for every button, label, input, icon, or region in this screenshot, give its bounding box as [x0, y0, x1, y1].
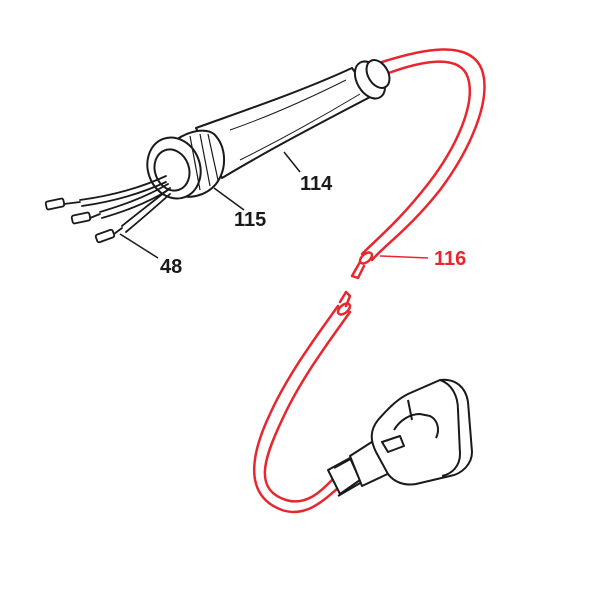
- leader-115: [213, 187, 245, 211]
- leader-lines: [119, 151, 429, 259]
- callout-114: 114: [300, 173, 333, 195]
- terminal-1: [44, 197, 66, 211]
- conductor-tip-lower: [338, 290, 352, 308]
- terminal-2: [70, 211, 92, 225]
- handle-grommet-inner: [365, 59, 391, 89]
- cable-lower-outer: [263, 310, 352, 503]
- cable-lower-cut-end: [336, 302, 352, 316]
- terminal-3: [94, 228, 116, 244]
- end-cap-115: [146, 129, 225, 200]
- leader-48: [119, 233, 159, 259]
- plug: [327, 378, 473, 497]
- cable-upper-inner: [360, 60, 472, 256]
- callout-115: 115: [234, 209, 266, 231]
- lead-wires-48: [44, 175, 171, 244]
- end-cap-face-inner: [153, 148, 191, 192]
- leader-114: [283, 151, 301, 173]
- leader-116: [379, 255, 429, 259]
- callout-116: 116: [434, 248, 466, 270]
- conductor-tip-upper: [350, 260, 366, 280]
- handle-114: [195, 59, 391, 179]
- cable-lower-inner: [253, 304, 340, 514]
- cable-116: [253, 48, 486, 514]
- callout-48: 48: [160, 256, 182, 278]
- cable-upper-outer: [370, 48, 486, 262]
- plug-body: [370, 378, 473, 486]
